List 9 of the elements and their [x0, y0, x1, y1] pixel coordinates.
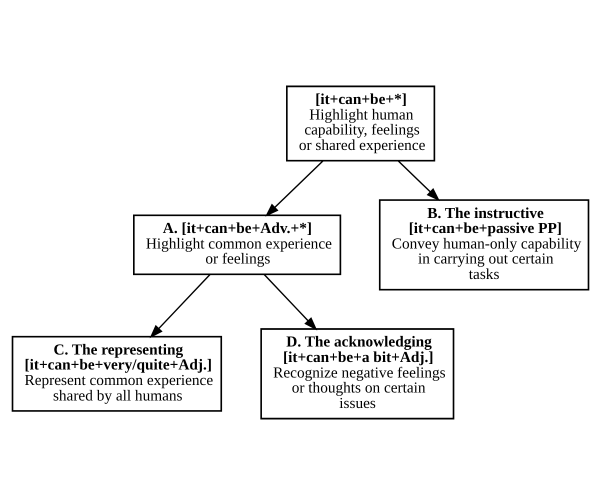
arrow [150, 273, 211, 338]
node-box: C. The representing [it+can+be+very/quite+Adj.] Represent common experience shared by all humans [12, 335, 222, 412]
node-box: A. [it+can+be+Adv.+*] Highlight common experience or feelings [133, 214, 342, 275]
node-box: D. The acknowledging [it+can+be+a bit+Adj.] Recognize negative feelings or thoughts on certain issues [260, 328, 454, 419]
node-box: [it+can+be+*] Highlight human capability, feelings or shared experience [286, 85, 436, 161]
arrow [265, 160, 324, 216]
node-box: B. The instructive [it+can+be+passive PP] Convey human-only capability in carrying out certain tasks [378, 198, 590, 290]
arrow [398, 160, 440, 201]
arrow [264, 273, 318, 330]
